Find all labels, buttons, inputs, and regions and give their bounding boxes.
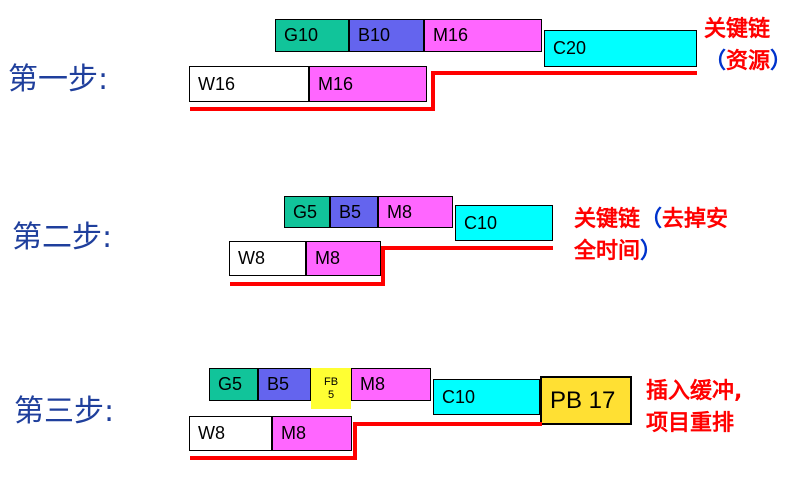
task-b5: B5 (258, 368, 311, 401)
task-c10: C10 (455, 205, 553, 241)
note-paren: （ (704, 49, 727, 74)
task-m8-feed: M8 (306, 241, 381, 276)
note-text: 项目重排 (646, 411, 735, 436)
note-paren: （ (640, 207, 663, 232)
note-paren: ） (640, 239, 663, 264)
note-text: 插入缓冲, (646, 379, 743, 404)
note-paren: ） (770, 49, 793, 74)
task-c20: C20 (544, 30, 697, 67)
step-3-label: 第三步: (14, 394, 115, 429)
buffer-insertion-note: 插入缓冲, 项目重排 (646, 376, 742, 440)
feeding-buffer-label: FB (323, 375, 339, 388)
critical-chain-line (190, 107, 435, 111)
task-c10: C10 (433, 379, 540, 415)
task-g5: G5 (209, 368, 258, 401)
task-b5: B5 (330, 196, 378, 228)
critical-chain-note: 关键链（去掉安 全时间） (574, 204, 728, 268)
project-buffer: PB 17 (540, 376, 632, 425)
task-w8: W8 (229, 241, 306, 276)
task-w16: W16 (189, 66, 309, 102)
feeding-buffer-value: 5 (327, 388, 335, 401)
feeding-buffer: FB 5 (311, 368, 351, 409)
critical-chain-line (431, 71, 697, 75)
critical-chain-line (353, 422, 357, 460)
note-text: 资源 (726, 49, 771, 74)
task-m8-chain: M8 (351, 368, 431, 401)
task-m16-chain: M16 (424, 19, 542, 52)
task-m16-feed: M16 (309, 66, 427, 102)
note-text: 全时间 (574, 239, 641, 264)
critical-chain-line (230, 282, 385, 286)
critical-chain-line (381, 246, 553, 250)
note-text: 关键链 (704, 17, 771, 42)
note-text: 去掉安 (662, 207, 729, 232)
critical-chain-line (353, 422, 542, 426)
note-text: 关键链 (574, 207, 641, 232)
step-1-label: 第一步: (8, 62, 109, 97)
critical-chain-line (381, 246, 385, 286)
step-2-label: 第二步: (12, 220, 113, 255)
critical-chain-note: 关键链 （资源） (704, 14, 792, 78)
critical-chain-line (431, 71, 435, 111)
task-m8-feed: M8 (272, 416, 352, 451)
task-g5: G5 (284, 196, 330, 228)
task-b10: B10 (349, 19, 424, 52)
critical-chain-line (190, 456, 357, 460)
task-g10: G10 (275, 19, 349, 52)
task-m8-chain: M8 (378, 196, 453, 228)
task-w8: W8 (189, 416, 272, 451)
